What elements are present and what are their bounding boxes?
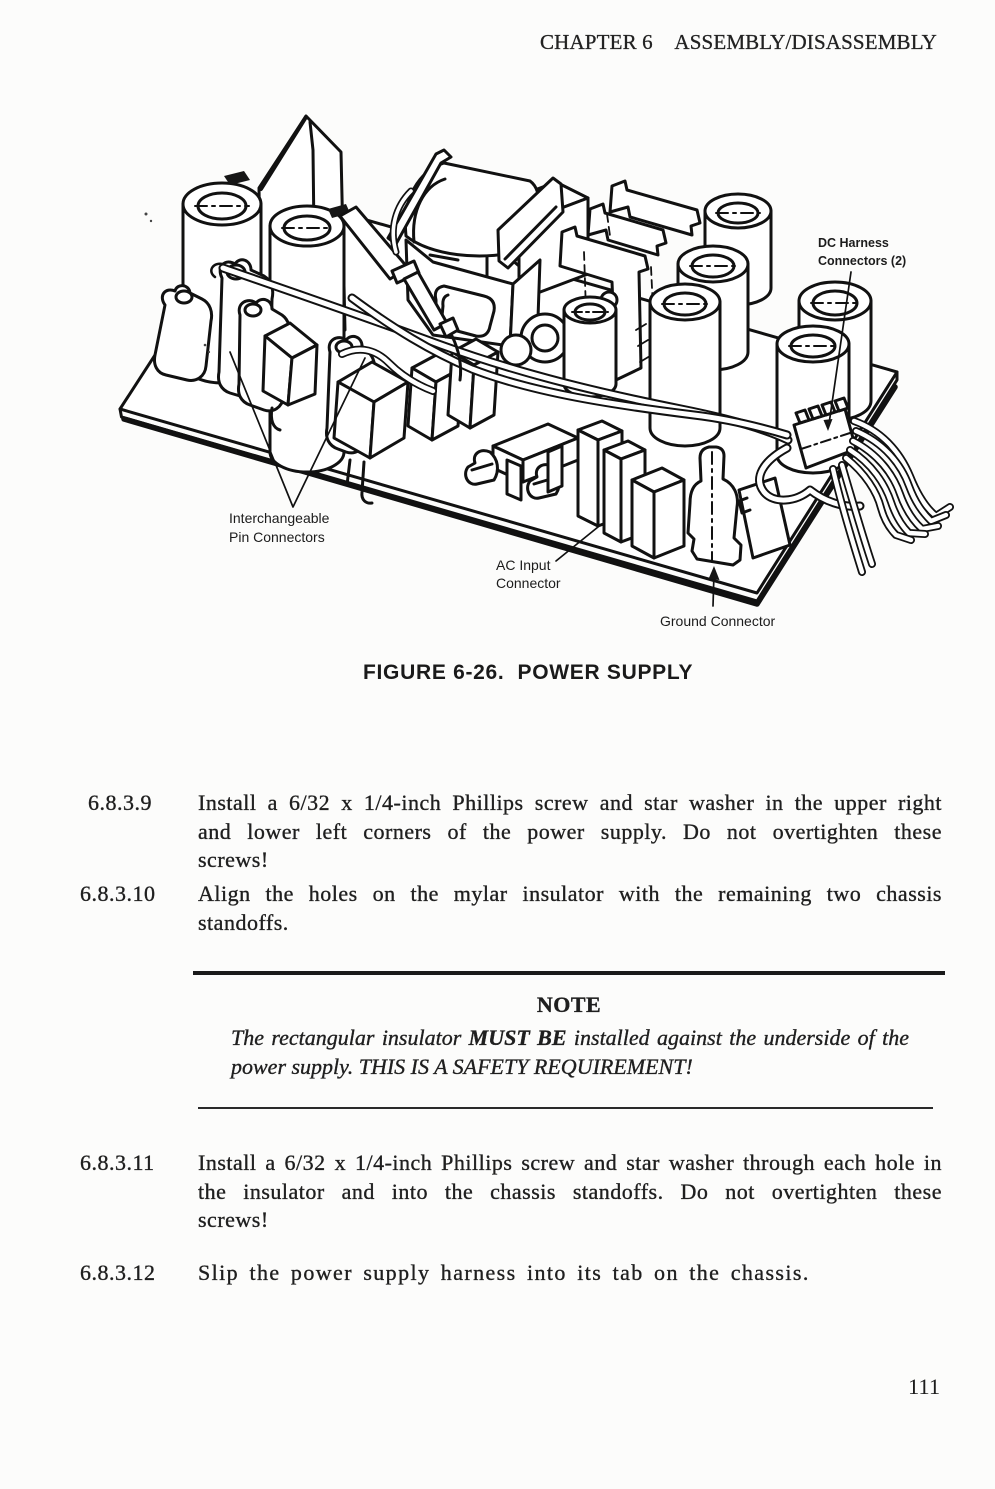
svg-text:DC Harness: DC Harness [818, 236, 889, 250]
svg-text:Ground Connector: Ground Connector [660, 613, 776, 629]
svg-text:AC Input: AC Input [496, 557, 551, 573]
svg-text:Connector: Connector [496, 575, 561, 591]
svg-text:Pin Connectors: Pin Connectors [229, 529, 325, 545]
svg-text:Connectors (2): Connectors (2) [818, 254, 906, 268]
svg-text:Interchangeable: Interchangeable [229, 510, 330, 526]
